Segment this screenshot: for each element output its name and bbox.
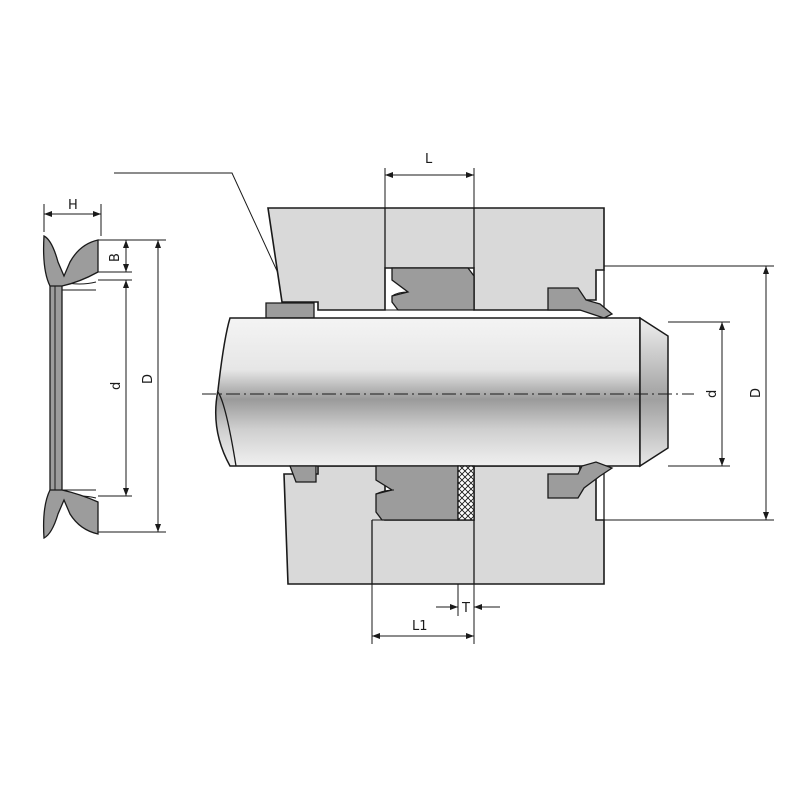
- dimension-rod-d: d: [668, 321, 730, 467]
- top-wiper: [547, 287, 614, 319]
- label-installation-length: L1: [412, 619, 428, 634]
- label-seal-step: B: [108, 253, 123, 262]
- dimension-l: L: [384, 152, 475, 208]
- label-seal-width: H: [68, 198, 78, 213]
- label-seal-outer-diameter: D: [141, 374, 156, 384]
- bottom-main-seal: [375, 465, 459, 521]
- dimension-t: T: [436, 584, 500, 616]
- label-ring-thickness: T: [461, 601, 470, 616]
- label-bore-diameter: D: [749, 388, 764, 398]
- label-rod-diameter: d: [705, 390, 720, 398]
- dimension-seal-d: d: [98, 279, 132, 497]
- leader-line: [114, 172, 296, 311]
- dimension-bore-D: D: [604, 265, 774, 521]
- installation-assembly: L d D L1: [114, 152, 774, 644]
- seal-bottom-lip: [42, 489, 99, 540]
- dimension-h: H: [43, 198, 102, 236]
- seal-top-lip: [42, 234, 99, 287]
- dimension-seal-D: D: [98, 240, 166, 533]
- rod-chamfer-end: [639, 316, 669, 468]
- bottom-backup-ring: [457, 465, 475, 521]
- seal-profile-view: H B d D: [42, 198, 166, 540]
- bottom-wiper: [547, 461, 614, 499]
- seal-body-outline: [49, 279, 63, 501]
- top-ring: [265, 302, 315, 319]
- dimension-l1: L1: [371, 584, 475, 644]
- piston-rod: [215, 317, 641, 467]
- dimension-b: B: [98, 239, 166, 273]
- top-main-seal: [391, 267, 475, 311]
- bottom-ring: [289, 465, 317, 483]
- label-seal-inner-diameter: d: [109, 382, 124, 390]
- label-groove-length: L: [425, 152, 433, 167]
